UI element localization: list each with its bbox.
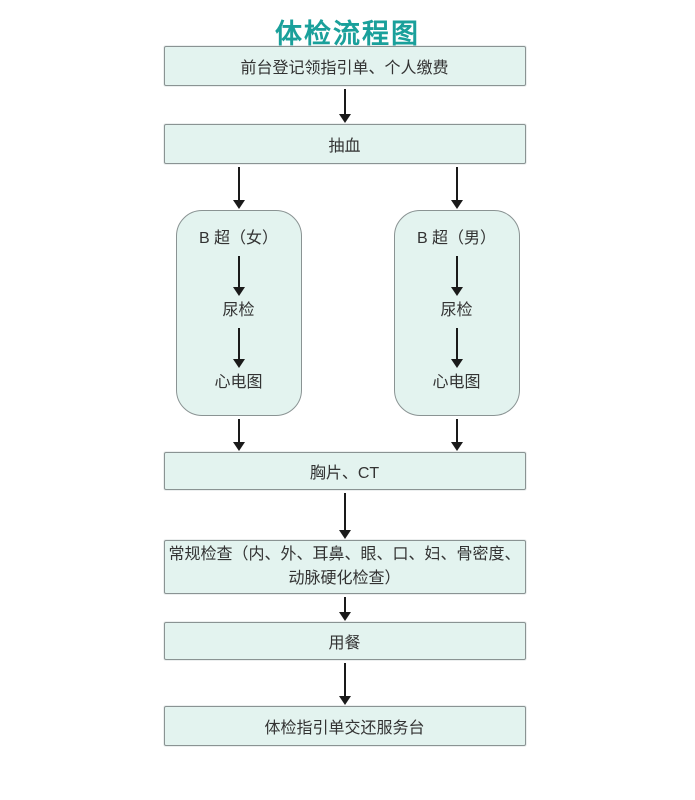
branch-row: B 超（女） 尿检 心电图: [164, 164, 526, 452]
arrow-down-icon: [450, 164, 463, 210]
arrow-down-icon: [450, 416, 463, 452]
arrow-down-icon: [338, 490, 351, 540]
page-title: 体检流程图: [275, 19, 420, 49]
arrow-shaft: [343, 597, 346, 612]
arrow-head: [232, 359, 245, 368]
branch-female-box: B 超（女） 尿检 心电图: [175, 210, 302, 416]
arrow-shaft: [237, 167, 240, 200]
arrow-shaft: [237, 256, 240, 287]
step-urine-test-female: 尿检: [222, 302, 255, 319]
arrow-head: [450, 442, 463, 451]
step-routine-exam: 常规检查（内、外、耳鼻、眼、口、妇、骨密度、动脉硬化检查）: [163, 540, 526, 594]
arrow-shaft: [237, 328, 240, 359]
arrow-head: [232, 200, 245, 209]
branch-female: B 超（女） 尿检 心电图: [175, 164, 302, 452]
arrow-head: [338, 696, 351, 705]
arrow-head: [338, 612, 351, 621]
arrow-down-icon: [232, 325, 245, 369]
arrow-down-icon: [450, 416, 463, 452]
step-meal: 用餐: [163, 622, 526, 660]
arrow-shaft: [343, 663, 346, 696]
arrow-down-icon: [450, 164, 463, 210]
arrow-down-icon: [232, 164, 245, 210]
flowchart: 前台登记领指引单、个人缴费 抽血 B 超（女）: [163, 46, 526, 746]
arrow-shaft: [343, 493, 346, 530]
arrow-down-icon: [164, 490, 526, 540]
arrow-shaft: [237, 419, 240, 442]
arrow-down-icon: [338, 594, 351, 622]
arrow-down-icon: [338, 86, 351, 124]
arrow-down-icon: [232, 416, 245, 452]
step-return-guide: 体检指引单交还服务台: [163, 706, 526, 746]
step-b-ultrasound-female: B 超（女）: [198, 230, 279, 247]
arrow-down-icon: [232, 416, 245, 452]
arrow-down-icon: [164, 594, 526, 622]
step-ecg-female: 心电图: [214, 374, 263, 391]
step-ecg-male: 心电图: [432, 374, 481, 391]
arrow-head: [450, 200, 463, 209]
arrow-down-icon: [181, 253, 297, 297]
arrow-down-icon: [164, 660, 526, 706]
arrow-down-icon: [338, 660, 351, 706]
arrow-head: [232, 287, 245, 296]
arrow-shaft: [343, 89, 346, 114]
arrow-head: [232, 442, 245, 451]
arrow-head: [450, 359, 463, 368]
arrow-shaft: [455, 419, 458, 442]
step-chest-ct: 胸片、CT: [163, 452, 526, 490]
arrow-down-icon: [164, 86, 526, 124]
arrow-down-icon: [450, 325, 463, 369]
arrow-down-icon: [450, 253, 463, 297]
arrow-shaft: [455, 167, 458, 200]
step-blood-draw: 抽血: [163, 124, 526, 164]
arrow-shaft: [455, 256, 458, 287]
arrow-down-icon: [399, 325, 515, 369]
arrow-down-icon: [181, 325, 297, 369]
arrow-shaft: [455, 328, 458, 359]
step-registration: 前台登记领指引单、个人缴费: [163, 46, 526, 86]
step-urine-test-male: 尿检: [440, 302, 473, 319]
arrow-down-icon: [232, 164, 245, 210]
step-b-ultrasound-male: B 超（男）: [416, 230, 497, 247]
arrow-head: [338, 114, 351, 123]
arrow-head: [338, 530, 351, 539]
branch-male-box: B 超（男） 尿检 心电图: [393, 210, 520, 416]
branch-male: B 超（男） 尿检 心电图: [393, 164, 520, 452]
arrow-down-icon: [399, 253, 515, 297]
arrow-down-icon: [232, 253, 245, 297]
arrow-head: [450, 287, 463, 296]
